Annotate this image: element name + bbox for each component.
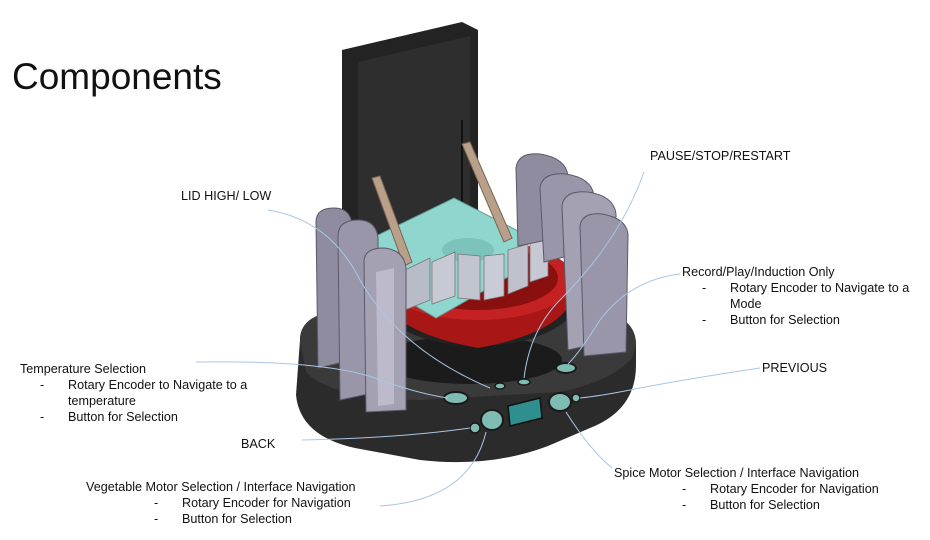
lid-button [494, 382, 506, 390]
leader-lines [195, 171, 761, 507]
record-heading: Record/Play/Induction Only [682, 265, 835, 279]
temperature-selection-block: Temperature Selection Rotary Encoder to … [20, 361, 266, 425]
spice-bullet: Button for Selection [614, 497, 879, 513]
record-encoder [555, 362, 577, 374]
vegetable-bullet: Button for Selection [86, 511, 356, 527]
stirring-arms [371, 141, 513, 267]
page-title: Components [12, 56, 222, 97]
spice-heading: Spice Motor Selection / Interface Naviga… [614, 466, 860, 480]
record-bullet-text: Button for Selection [730, 313, 840, 327]
label-back: BACK [241, 437, 276, 451]
control-panel [443, 362, 581, 434]
vegetable-bullet: Rotary Encoder for Navigation [86, 495, 356, 511]
label-pause-stop-restart: PAUSE/STOP/RESTART [650, 149, 791, 163]
vegetable-motor-block: Vegetable Motor Selection / Interface Na… [86, 479, 356, 527]
vegetable-heading: Vegetable Motor Selection / Interface Na… [86, 480, 356, 494]
record-bullet: Rotary Encoder to Navigate to a Mode [682, 280, 922, 312]
back-button [469, 422, 481, 434]
temperature-bullet-text: Button for Selection [68, 410, 178, 424]
spice-bullet: Rotary Encoder for Navigation [614, 481, 879, 497]
temperature-bullet-text: Rotary Encoder to Navigate to a temperat… [68, 378, 248, 408]
label-previous: PREVIOUS [762, 361, 828, 375]
leader-record [567, 273, 681, 365]
leader-pause [523, 171, 645, 379]
leader-previous [579, 367, 761, 399]
temperature-heading: Temperature Selection [20, 362, 147, 376]
leader-spice [565, 411, 613, 469]
previous-button [571, 393, 581, 403]
spice-motor-block: Spice Motor Selection / Interface Naviga… [614, 465, 879, 513]
display-screen [507, 397, 543, 427]
record-bullet-text: Rotary Encoder to Navigate to a Mode [730, 281, 910, 311]
spice-bullet-text: Button for Selection [710, 498, 820, 512]
record-bullet: Button for Selection [682, 312, 922, 328]
vegetable-encoder [480, 409, 504, 431]
pause-button [517, 378, 531, 386]
record-play-block: Record/Play/Induction Only Rotary Encode… [682, 264, 922, 328]
right-spice-pods [515, 153, 629, 357]
temperature-bullet: Rotary Encoder to Navigate to a temperat… [20, 377, 266, 409]
temperature-encoder [443, 391, 469, 405]
vegetable-bullet-text: Rotary Encoder for Navigation [182, 496, 351, 510]
leader-lid [267, 209, 491, 389]
vegetable-bullet-text: Button for Selection [182, 512, 292, 526]
temperature-bullet: Button for Selection [20, 409, 266, 425]
label-lid-high-low: LID HIGH/ LOW [181, 189, 272, 203]
leader-vegetable [379, 431, 487, 507]
leader-back [301, 427, 471, 441]
leader-temperature [195, 361, 449, 399]
spice-encoder [548, 392, 572, 412]
left-spice-pods [315, 207, 407, 413]
spice-bullet-text: Rotary Encoder for Navigation [710, 482, 879, 496]
